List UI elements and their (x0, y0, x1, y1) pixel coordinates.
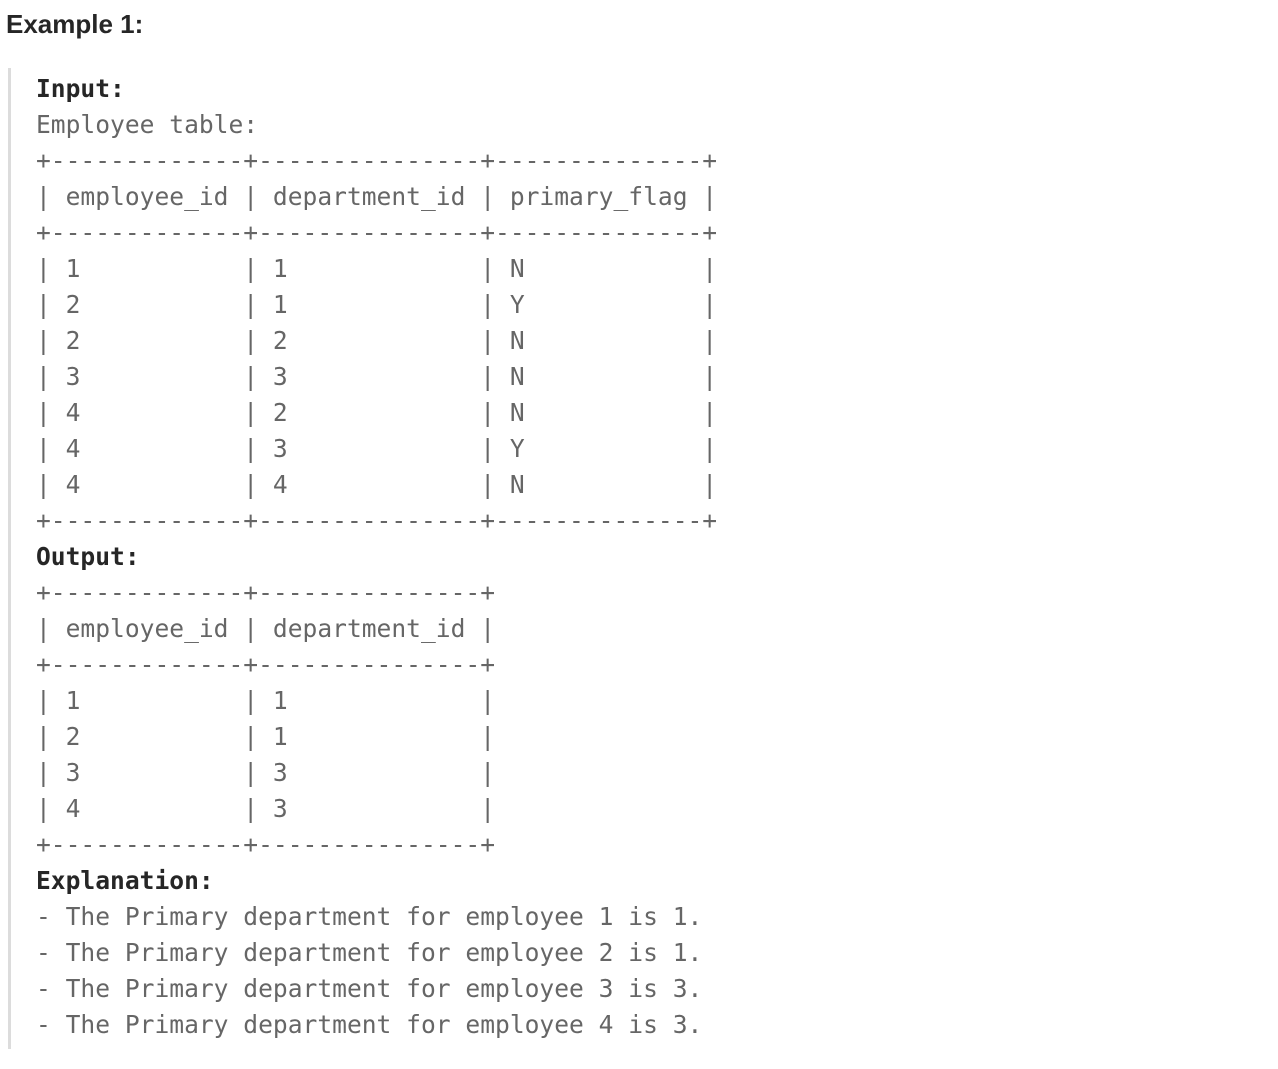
output-label: Output: (36, 542, 140, 571)
example-block: Input: Employee table: +-------------+----… (8, 68, 1254, 1049)
input-table-intro: Employee table: (36, 110, 259, 139)
input-table-ascii: +-------------+---------------+---------… (36, 146, 718, 535)
input-label: Input: (36, 74, 125, 103)
output-table-ascii: +-------------+---------------+ | employ… (36, 578, 496, 859)
explanation-label: Explanation: (36, 866, 214, 895)
explanation-lines: - The Primary department for employee 1 … (36, 902, 703, 1039)
example-title: Example 1: (6, 9, 144, 39)
